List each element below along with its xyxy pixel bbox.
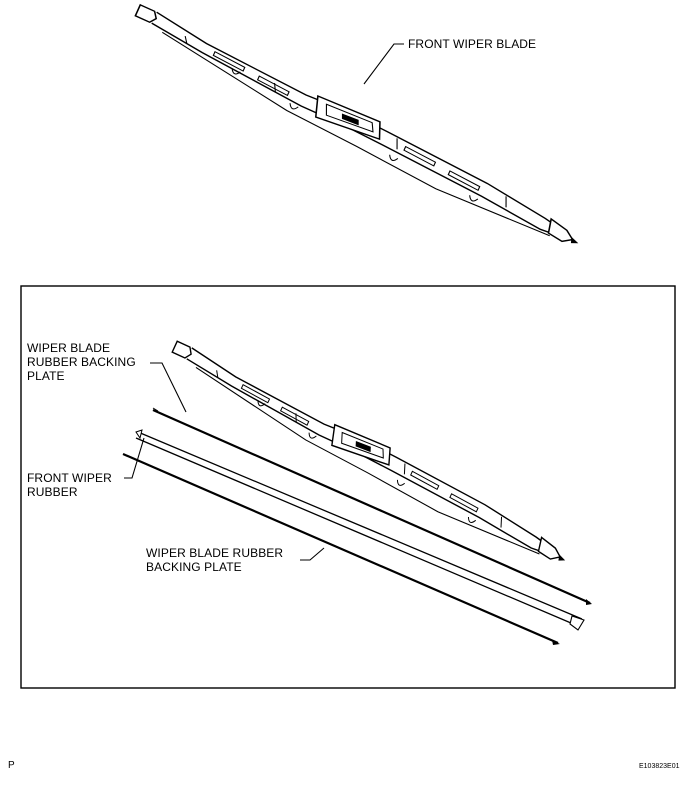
label-line-3: PLATE [27,369,65,383]
label-line-2: RUBBER BACKING [27,355,136,369]
leader-backing-plate-lower [300,547,325,561]
label-front-wiper-blade: FRONT WIPER BLADE [408,37,537,51]
label-backing-plate-lower: WIPER BLADE RUBBER BACKING PLATE [146,546,283,574]
label-line-1: WIPER BLADE RUBBER [146,546,284,560]
leader-front-wiper-rubber [124,437,145,479]
leader-backing-plate-upper [150,362,187,413]
label-line-2: BACKING PLATE [146,560,242,574]
figure-code: E103823E01 [639,763,680,770]
front-wiper-blade-lower [157,340,582,570]
label-line-1: WIPER BLADE [27,341,111,355]
label-front-wiper-rubber: FRONT WIPER RUBBER [27,471,112,499]
label-line-1: FRONT WIPER [27,471,112,485]
backing-plate-upper [152,408,591,605]
leader-front-wiper-blade [363,43,404,85]
label-line-2: RUBBER [27,485,78,499]
backing-plate-lower [122,452,559,645]
page-mark: P [8,760,15,771]
front-wiper-rubber-part [135,429,585,631]
exploded-view-frame [20,285,676,689]
label-backing-plate-upper: WIPER BLADE RUBBER BACKING PLATE [27,341,136,383]
